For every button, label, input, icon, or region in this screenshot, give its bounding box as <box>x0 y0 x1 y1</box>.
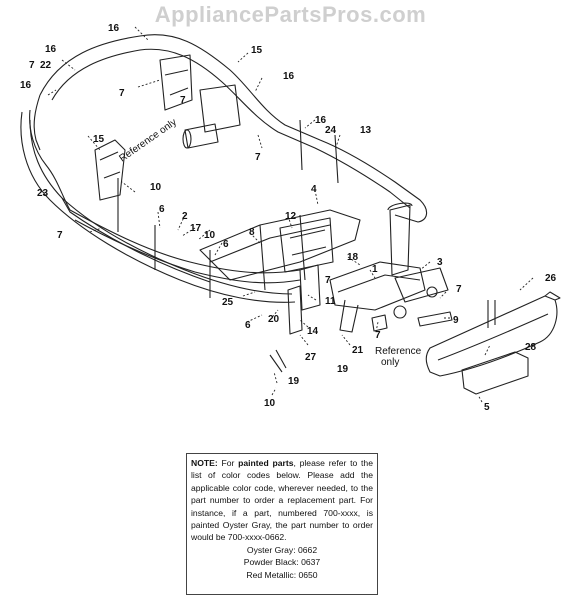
callout-15: 15 <box>251 45 263 56</box>
callout-10: 10 <box>204 230 216 241</box>
callout-20: 20 <box>268 314 280 325</box>
callout-7: 7 <box>119 88 125 99</box>
callout-25: 25 <box>222 297 234 308</box>
center-plate <box>199 209 361 281</box>
callout-16: 16 <box>108 23 120 34</box>
callout-7: 7 <box>325 275 331 286</box>
callout-7: 7 <box>255 152 261 163</box>
front-axle <box>394 267 449 303</box>
callout-11: 11 <box>325 296 336 307</box>
callout-27: 27 <box>305 352 317 363</box>
callout-12: 12 <box>285 211 297 222</box>
reference-only-label-2b: only <box>381 357 399 368</box>
frame-rail-inner <box>51 48 411 209</box>
callout-24: 24 <box>325 125 337 136</box>
callout-28: 28 <box>525 342 537 353</box>
note-body: NOTE: For painted parts, please refer to… <box>191 458 373 543</box>
callout-19: 19 <box>288 376 300 387</box>
axle-tube <box>389 204 411 276</box>
callout-16: 16 <box>283 71 295 82</box>
watermark: AppliancePartsPros.com <box>154 2 427 27</box>
callout-16: 16 <box>315 115 327 126</box>
callout-9: 9 <box>453 315 459 326</box>
reference-only-label-2a: Reference <box>375 346 422 357</box>
callout-7: 7 <box>57 230 63 241</box>
color-code-oyster-gray: Oyster Gray: 0662 <box>246 544 318 555</box>
callout-2: 2 <box>182 211 188 222</box>
callout-6: 6 <box>245 320 251 331</box>
callout-21: 21 <box>352 345 364 356</box>
callout-7: 7 <box>456 284 462 295</box>
color-code-red-metallic: Red Metallic: 0650 <box>246 569 318 580</box>
callout-18: 18 <box>347 252 359 263</box>
plate-14 <box>287 285 303 335</box>
callout-3: 3 <box>437 257 443 268</box>
callout-8: 8 <box>249 227 255 238</box>
callout-4: 4 <box>311 184 317 195</box>
bracket-left <box>94 139 126 201</box>
callout-10: 10 <box>150 182 162 193</box>
callout-22: 22 <box>40 60 52 71</box>
callout-16: 16 <box>45 44 57 55</box>
callout-1: 1 <box>372 264 378 275</box>
callout-19: 19 <box>337 364 349 375</box>
callout-5: 5 <box>484 402 490 413</box>
note-prefix: NOTE: <box>191 458 218 468</box>
painted-parts-note: NOTE: For painted parts, please refer to… <box>186 453 378 595</box>
callout-15: 15 <box>93 134 105 145</box>
callout-7: 7 <box>180 95 186 106</box>
reference-only-label-1: Reference only <box>117 117 178 165</box>
callout-6: 6 <box>159 204 165 215</box>
color-code-powder-black: Powder Black: 0637 <box>243 557 321 568</box>
callout-10: 10 <box>264 398 276 409</box>
callout-14: 14 <box>307 326 319 337</box>
plate-11 <box>299 264 321 311</box>
axle-housing <box>329 261 426 311</box>
note-bold-phrase: painted parts <box>238 458 294 468</box>
mount-bracket <box>279 217 334 273</box>
rear-bumper <box>425 295 558 377</box>
callout-16: 16 <box>20 80 32 91</box>
callout-13: 13 <box>360 125 372 136</box>
callout-7: 7 <box>375 330 381 341</box>
spindle-pin <box>417 311 453 327</box>
callout-6: 6 <box>223 239 229 250</box>
bracket-rear <box>159 54 193 111</box>
callout-17: 17 <box>190 223 202 234</box>
callout-23: 23 <box>37 188 49 199</box>
frame-rail-outer <box>39 34 428 223</box>
callout-7: 7 <box>29 60 35 71</box>
pivot-block <box>199 84 241 133</box>
lower-bumper <box>461 351 529 395</box>
callout-26: 26 <box>545 273 557 284</box>
front-panel <box>20 111 296 303</box>
